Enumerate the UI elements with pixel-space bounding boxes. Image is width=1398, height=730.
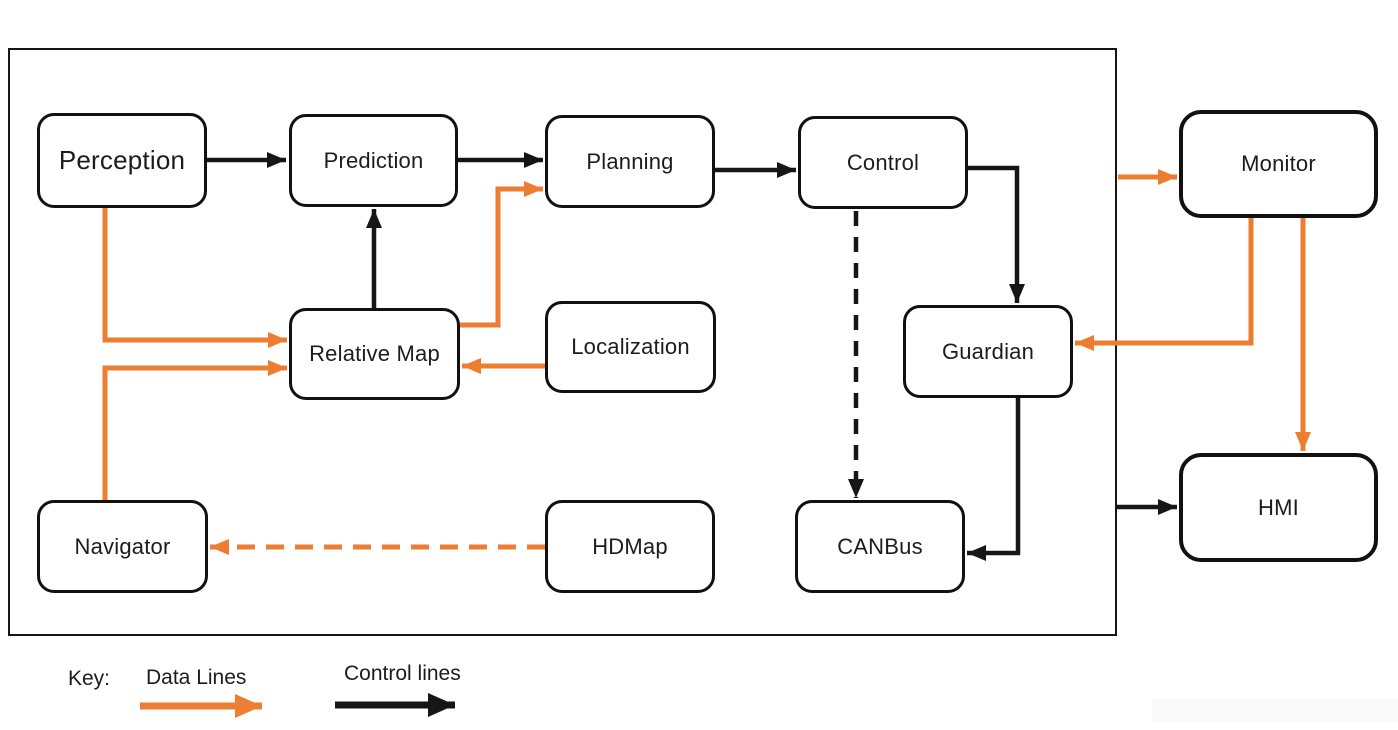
- node-perception-label: Perception: [58, 145, 186, 175]
- node-canbus: CANBus: [795, 500, 965, 593]
- node-hmi-label: HMI: [1258, 494, 1299, 520]
- node-planning: Planning: [545, 115, 715, 208]
- key-control-lines-label: Control lines: [344, 662, 461, 685]
- node-navigator-label: Navigator: [74, 533, 171, 559]
- node-guardian: Guardian: [903, 305, 1073, 398]
- node-hmi: HMI: [1179, 453, 1378, 562]
- node-localization-label: Localization: [571, 334, 690, 359]
- node-relative-map: Relative Map: [289, 308, 460, 400]
- node-monitor-label: Monitor: [1241, 151, 1316, 176]
- key-label: Key:: [68, 667, 111, 690]
- node-localization: Localization: [545, 301, 716, 393]
- node-guardian-label: Guardian: [941, 338, 1035, 364]
- node-perception: Perception: [37, 113, 207, 208]
- node-hdmap-label: HDMap: [592, 533, 668, 559]
- node-prediction-label: Prediction: [323, 147, 424, 173]
- key-data-lines-label: Data Lines: [146, 666, 247, 689]
- node-navigator: Navigator: [37, 500, 208, 593]
- corner-strip: [1152, 699, 1398, 722]
- node-planning-label: Planning: [586, 148, 674, 174]
- node-monitor: Monitor: [1179, 110, 1378, 218]
- node-relative-map-label: Relative Map: [309, 341, 440, 366]
- node-hdmap: HDMap: [545, 500, 715, 593]
- node-control: Control: [798, 116, 968, 209]
- node-prediction: Prediction: [289, 114, 458, 207]
- node-canbus-label: CANBus: [837, 533, 923, 559]
- node-control-label: Control: [846, 149, 920, 175]
